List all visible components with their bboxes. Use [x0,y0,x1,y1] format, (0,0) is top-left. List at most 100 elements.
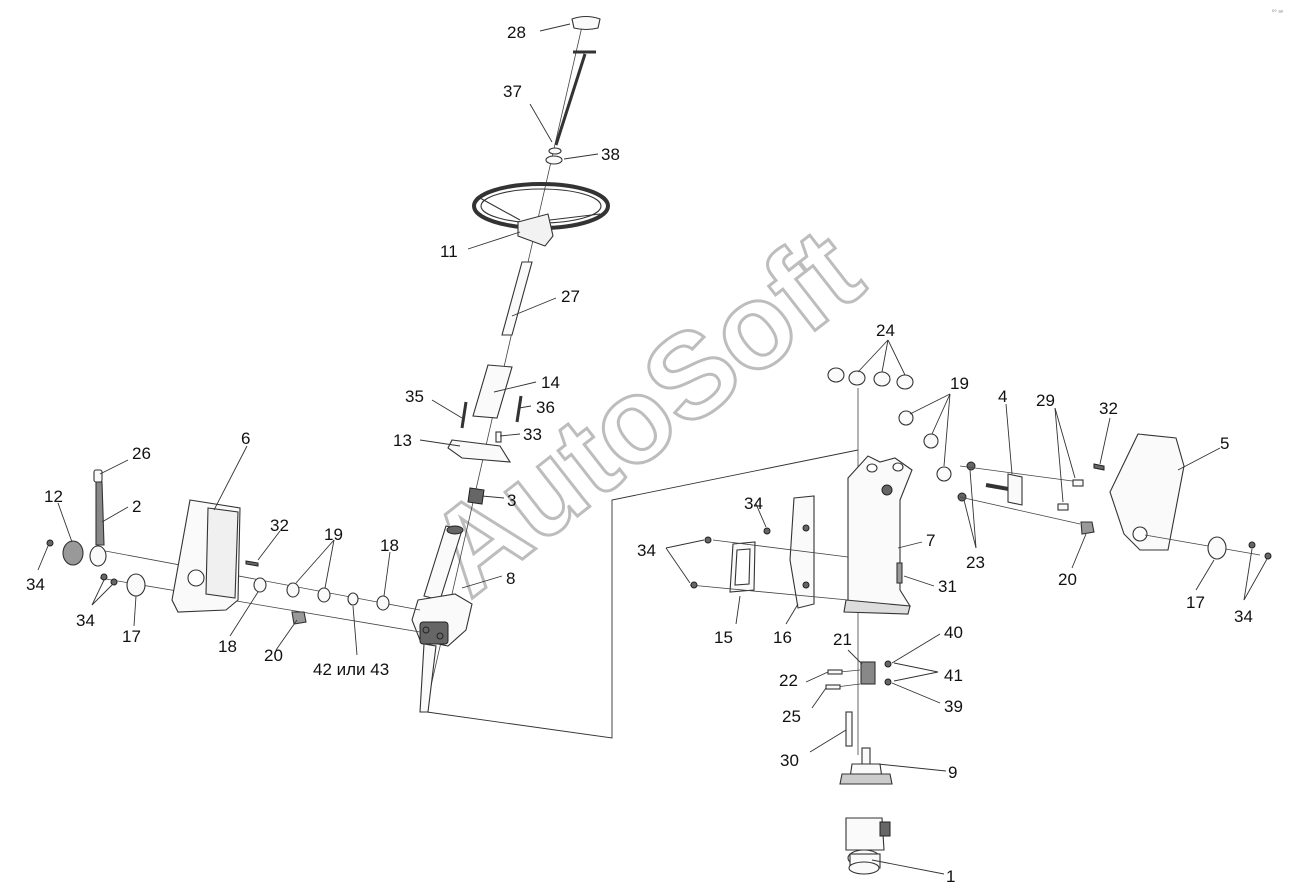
label-30: 30 [780,751,799,770]
part-34-screw-right [704,536,712,544]
part-17-cover [126,573,146,597]
part-8-column-body [411,525,473,713]
label-2: 2 [132,497,141,516]
label-37: 37 [503,82,522,101]
part-38-nut [545,155,563,165]
corner-mark: ⁰° ᵃᵒ [1272,9,1284,16]
label-20-left: 20 [264,646,283,665]
part-21-clamp [860,661,876,685]
label-31: 31 [938,577,957,596]
part-11-steering-wheel [472,182,610,247]
part-19-washer [286,582,300,598]
label-33: 33 [523,425,542,444]
label-24: 24 [876,321,895,340]
label-23: 23 [966,553,985,572]
label-25: 25 [782,707,801,726]
left-bracket-group [46,469,421,633]
part-1-steering-gear [845,817,891,875]
label-21: 21 [833,630,852,649]
part-18-washer-b [376,595,390,611]
label-34-left-b: 34 [76,611,95,630]
part-26-handle-cap [93,469,103,483]
part-31-bolt [896,562,903,584]
leader-lines [37,23,1268,875]
label-39: 39 [944,697,963,716]
label-8: 8 [506,569,515,588]
label-20-right: 20 [1058,570,1077,589]
label-29: 29 [1036,391,1055,410]
label-13: 13 [393,431,412,450]
label-27: 27 [561,287,580,306]
part-23-washer [966,461,976,471]
part-22-bolt [827,669,843,675]
label-18-left-b: 18 [218,637,237,656]
right-assembly-group [689,367,1272,875]
part-25-bolt [825,684,841,690]
label-12: 12 [44,487,63,506]
label-32-left: 32 [270,516,289,535]
part-34-screw [46,539,54,547]
label-17-left: 17 [122,627,141,646]
part-24-washer [827,367,845,383]
label-38: 38 [601,145,620,164]
label-19-right: 19 [950,374,969,393]
part-12-knob [62,540,84,566]
part-labels: 28 37 38 11 27 14 35 36 13 33 3 8 6 26 2… [26,23,1253,886]
label-5: 5 [1220,434,1229,453]
part-32-screw [245,560,259,567]
part-3-clip [467,487,485,505]
steering-column-group [411,15,859,739]
label-17-right: 17 [1186,593,1205,612]
label-36: 36 [536,398,555,417]
label-22: 22 [779,671,798,690]
part-20-nut [291,611,307,625]
label-41: 41 [944,666,963,685]
part-14-tube [472,364,513,419]
part-36-bolt [515,395,523,423]
part-6-bracket [171,499,241,613]
part-20-nut-right [1080,521,1095,535]
part-15-gasket [729,541,756,593]
label-42-43: 42 или 43 [313,660,389,679]
part-18-washer [253,577,267,593]
label-3: 3 [507,491,516,510]
part-32-screw-right [1093,463,1105,471]
label-26: 26 [132,444,151,463]
label-34-right-c: 34 [1234,607,1253,626]
part-28-cap [571,15,601,31]
label-6: 6 [241,429,250,448]
part-29-bolt [1072,479,1084,487]
part-17-cover-right [1207,536,1227,560]
part-35-bolt [460,401,468,429]
label-34-left-a: 34 [26,575,45,594]
label-4: 4 [998,387,1007,406]
label-1: 1 [946,867,955,886]
part-27-shaft [501,261,533,336]
label-28: 28 [507,23,526,42]
label-32-right: 32 [1099,399,1118,418]
label-34-right-b: 34 [637,541,656,560]
label-35: 35 [405,387,424,406]
part-33-bolt [495,431,502,443]
label-40: 40 [944,623,963,642]
part-39-washer [884,678,892,686]
label-15: 15 [714,628,733,647]
part-40-washer [884,660,892,668]
part-37-rod [554,50,596,146]
part-5-cover [1109,433,1185,551]
label-11: 11 [440,242,458,261]
label-7: 7 [926,531,935,550]
label-19-left: 19 [324,525,343,544]
label-9: 9 [948,763,957,782]
part-4-pin [985,473,1023,506]
label-14: 14 [541,373,560,392]
label-18-left-a: 18 [380,536,399,555]
part-7-column-bracket [843,455,913,615]
part-30-bolt [845,711,853,747]
part-19-washer-right [898,410,914,426]
part-13-plate [447,439,512,463]
label-34-right-a: 34 [744,494,763,513]
part-9-flange [839,747,893,785]
label-16: 16 [773,628,792,647]
